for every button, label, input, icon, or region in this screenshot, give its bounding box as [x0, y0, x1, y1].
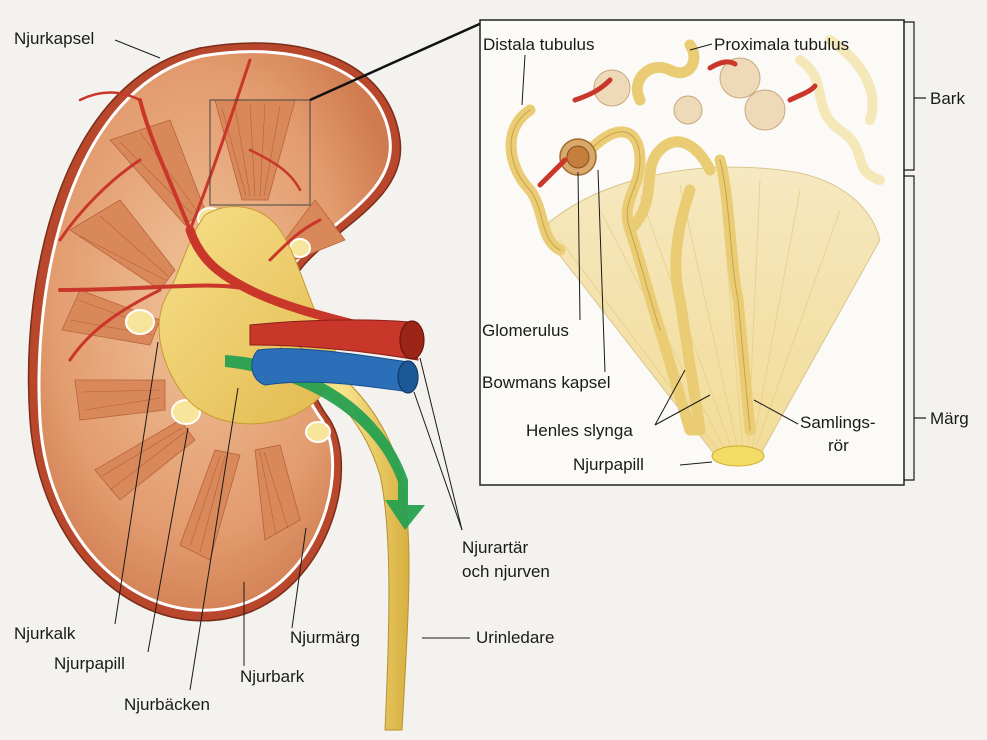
glomerulus-shape	[567, 146, 589, 168]
label-distal-tubulus: Distala tubulus	[483, 35, 595, 54]
label-bark: Bark	[930, 89, 965, 108]
label-njurpapill: Njurpapill	[54, 654, 125, 673]
label-njurpapill-detail: Njurpapill	[573, 455, 644, 474]
label-samlingsror-line1: Samlings-	[800, 413, 876, 432]
nephron-detail-panel: Distala tubulus Proximala tubulus Glomer…	[480, 20, 904, 485]
label-njurmarg: Njurmärg	[290, 628, 360, 647]
renal-vein-opening	[398, 361, 418, 393]
label-njurbacken: Njurbäcken	[124, 695, 210, 714]
label-bowmans-kapsel: Bowmans kapsel	[482, 373, 611, 392]
label-urinledare: Urinledare	[476, 628, 554, 647]
label-njurkapsel: Njurkapsel	[14, 29, 94, 48]
label-marg: Märg	[930, 409, 969, 428]
kidney	[29, 22, 484, 730]
label-och-njurven: och njurven	[462, 562, 550, 581]
label-glomerulus: Glomerulus	[482, 321, 569, 340]
label-proximal-tubulus: Proximala tubulus	[714, 35, 849, 54]
label-njurkalk: Njurkalk	[14, 624, 76, 643]
region-brackets	[904, 22, 926, 480]
renal-artery-opening	[400, 321, 424, 359]
label-njurbark: Njurbark	[240, 667, 305, 686]
papilla-detail	[712, 446, 764, 466]
label-samlingsror-line2: rör	[828, 436, 849, 455]
label-njurartar: Njurartär	[462, 538, 528, 557]
label-henles-slynga: Henles slynga	[526, 421, 633, 440]
